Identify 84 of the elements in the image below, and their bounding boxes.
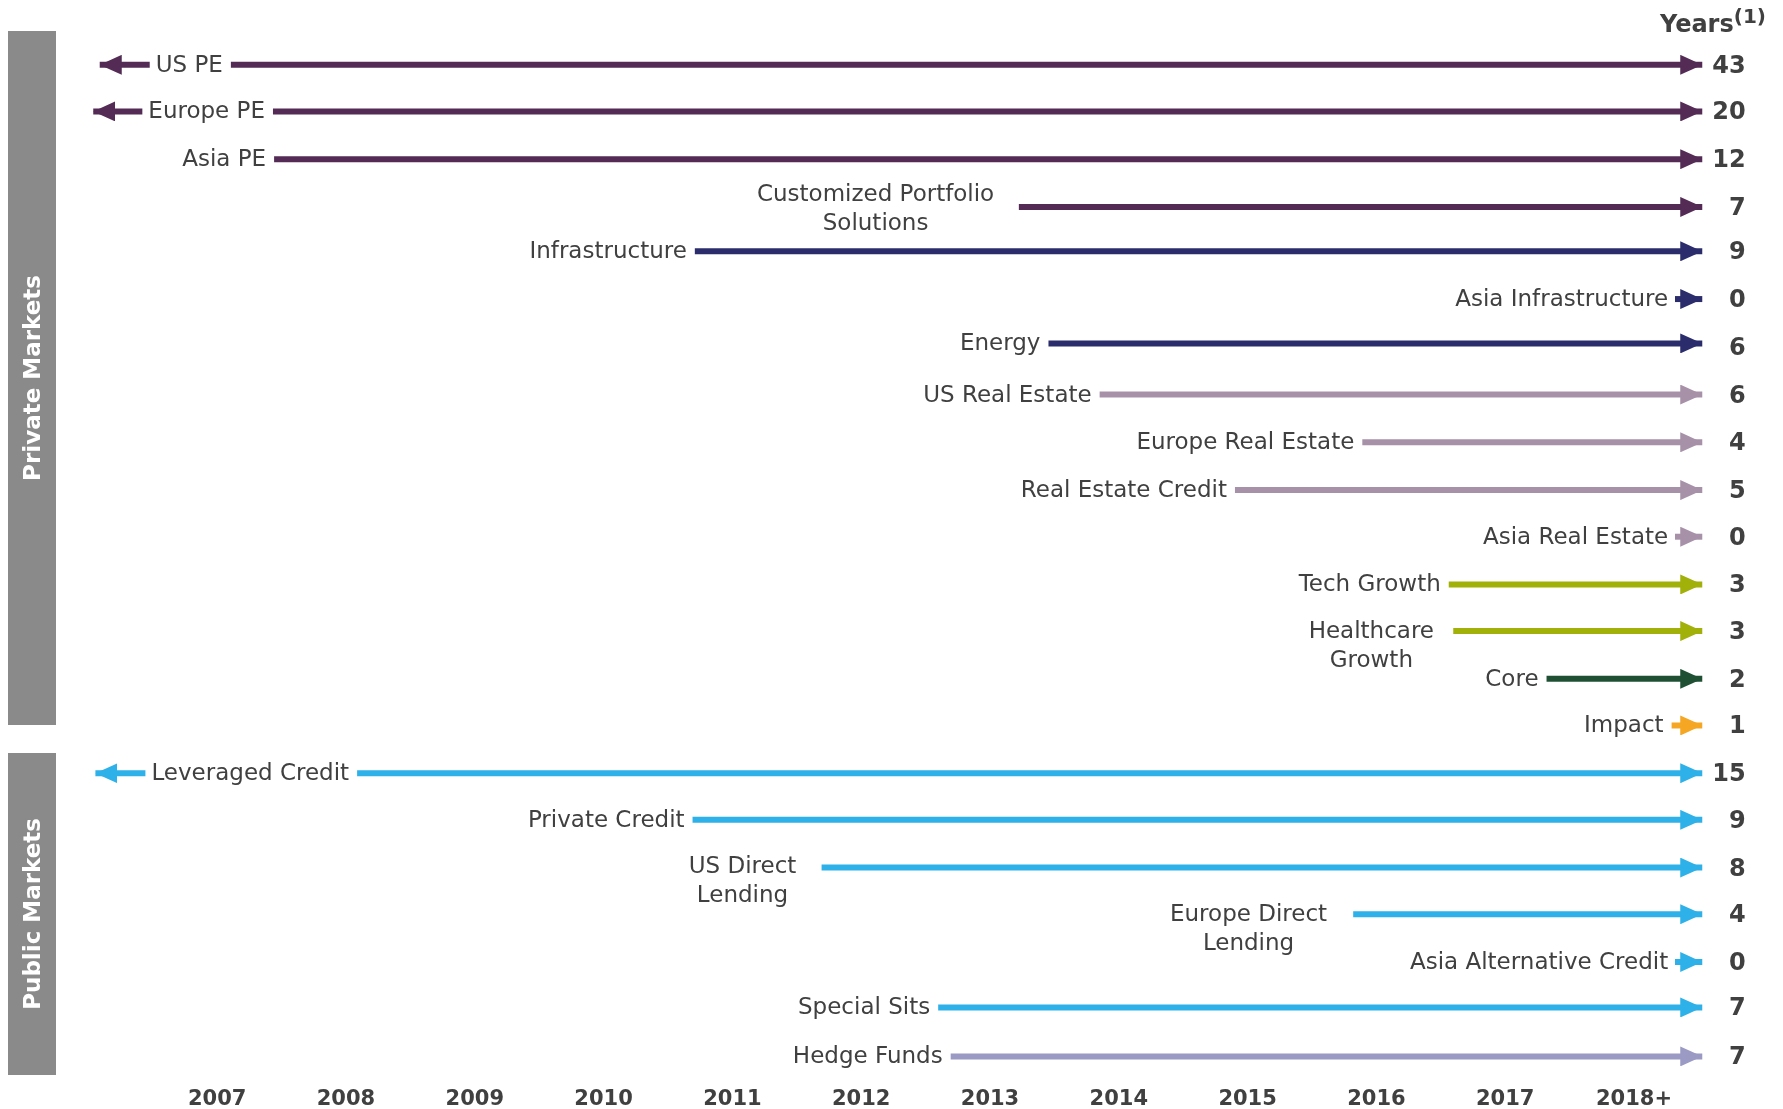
arrow <box>1234 480 1703 501</box>
row-label: Impact <box>1584 710 1664 740</box>
row-label: Leveraged Credit <box>151 758 350 788</box>
years-value: 8 <box>1705 852 1746 883</box>
arrow <box>1448 574 1703 595</box>
years-value: 12 <box>1705 144 1746 175</box>
years-value: 0 <box>1705 284 1746 315</box>
row-label: Hedge Funds <box>792 1041 943 1071</box>
category-band: Public Markets <box>7 752 56 1075</box>
row-label: Infrastructure <box>529 236 687 266</box>
year-label: 2007 <box>187 1085 247 1109</box>
row-label: Europe PE <box>148 96 265 126</box>
year-label: 2014 <box>1089 1085 1149 1109</box>
category-band: Private Markets <box>7 30 56 726</box>
years-value: 2 <box>1705 663 1746 694</box>
years-value: 7 <box>1705 191 1746 222</box>
row-label: Asia Infrastructure <box>1455 284 1669 314</box>
years-value: 6 <box>1705 379 1746 410</box>
arrow <box>1546 668 1703 689</box>
row-label: US Real Estate <box>923 379 1092 409</box>
row-label: Core <box>1485 663 1539 693</box>
year-label: 2010 <box>574 1085 633 1109</box>
arrow <box>1362 432 1703 453</box>
arrow <box>1018 196 1703 217</box>
years-value: 0 <box>1705 947 1746 977</box>
arrow <box>230 54 1703 75</box>
row-label: Real Estate Credit <box>1020 475 1227 505</box>
year-label: 2015 <box>1218 1085 1277 1109</box>
axis-title: Years$^{(1)}$ <box>1659 4 1766 38</box>
arrow <box>1453 621 1703 642</box>
years-value: 7 <box>1705 992 1746 1023</box>
year-label: 2012 <box>832 1085 891 1109</box>
arrow <box>272 101 1703 122</box>
years-value: 7 <box>1705 1041 1746 1072</box>
arrow <box>938 997 1703 1018</box>
row-label: Asia Real Estate <box>1482 521 1669 551</box>
year-label: 2009 <box>445 1085 504 1109</box>
arrow <box>1674 289 1703 310</box>
arrow <box>95 763 146 784</box>
arrow <box>1099 384 1703 405</box>
years-value: 5 <box>1705 475 1746 506</box>
arrow <box>821 857 1703 878</box>
row-label: US Direct Lending <box>671 851 814 910</box>
arrow <box>694 241 1703 262</box>
years-value: 3 <box>1705 616 1746 647</box>
row-label: Energy <box>959 328 1041 358</box>
row-label: Europe Real Estate <box>1136 427 1355 457</box>
arrow <box>1048 333 1703 354</box>
years-value: 20 <box>1705 96 1746 127</box>
arrow <box>692 809 1703 830</box>
arrow <box>99 54 150 75</box>
arrow <box>274 149 1703 170</box>
years-value: 9 <box>1705 804 1746 835</box>
row-label: Europe Direct Lending <box>1151 899 1346 958</box>
years-value: 43 <box>1705 49 1746 80</box>
years-value: 15 <box>1705 758 1746 789</box>
arrow <box>1674 952 1703 972</box>
years-value: 4 <box>1705 899 1746 930</box>
years-value: 3 <box>1705 569 1746 600</box>
row-label: Tech Growth <box>1298 569 1441 599</box>
years-value: 0 <box>1705 521 1746 552</box>
row-label: Customized Portfolio Solutions <box>739 179 1013 238</box>
year-label: 2008 <box>316 1085 376 1109</box>
year-label: 2018+ <box>1596 1085 1673 1109</box>
row-label: Asia PE <box>182 144 267 174</box>
arrow <box>950 1046 1703 1067</box>
years-value: 1 <box>1705 710 1746 741</box>
years-value: 4 <box>1705 427 1746 458</box>
years-value: 9 <box>1705 236 1746 267</box>
row-label: Healthcare Growth <box>1297 616 1446 675</box>
year-label: 2011 <box>703 1085 762 1109</box>
year-label: 2017 <box>1476 1085 1535 1109</box>
arrow <box>1674 526 1703 547</box>
row-label: Private Credit <box>527 804 685 834</box>
arrow <box>357 763 1703 784</box>
row-label: Special Sits <box>798 992 931 1022</box>
years-value: 6 <box>1705 331 1746 362</box>
arrow <box>1353 904 1703 925</box>
year-label: 2013 <box>960 1085 1020 1109</box>
arrow <box>1671 715 1703 736</box>
arrow <box>93 101 143 122</box>
row-label: Asia Alternative Credit <box>1409 947 1669 976</box>
year-label: 2016 <box>1347 1085 1406 1109</box>
row-label: US PE <box>155 49 223 79</box>
